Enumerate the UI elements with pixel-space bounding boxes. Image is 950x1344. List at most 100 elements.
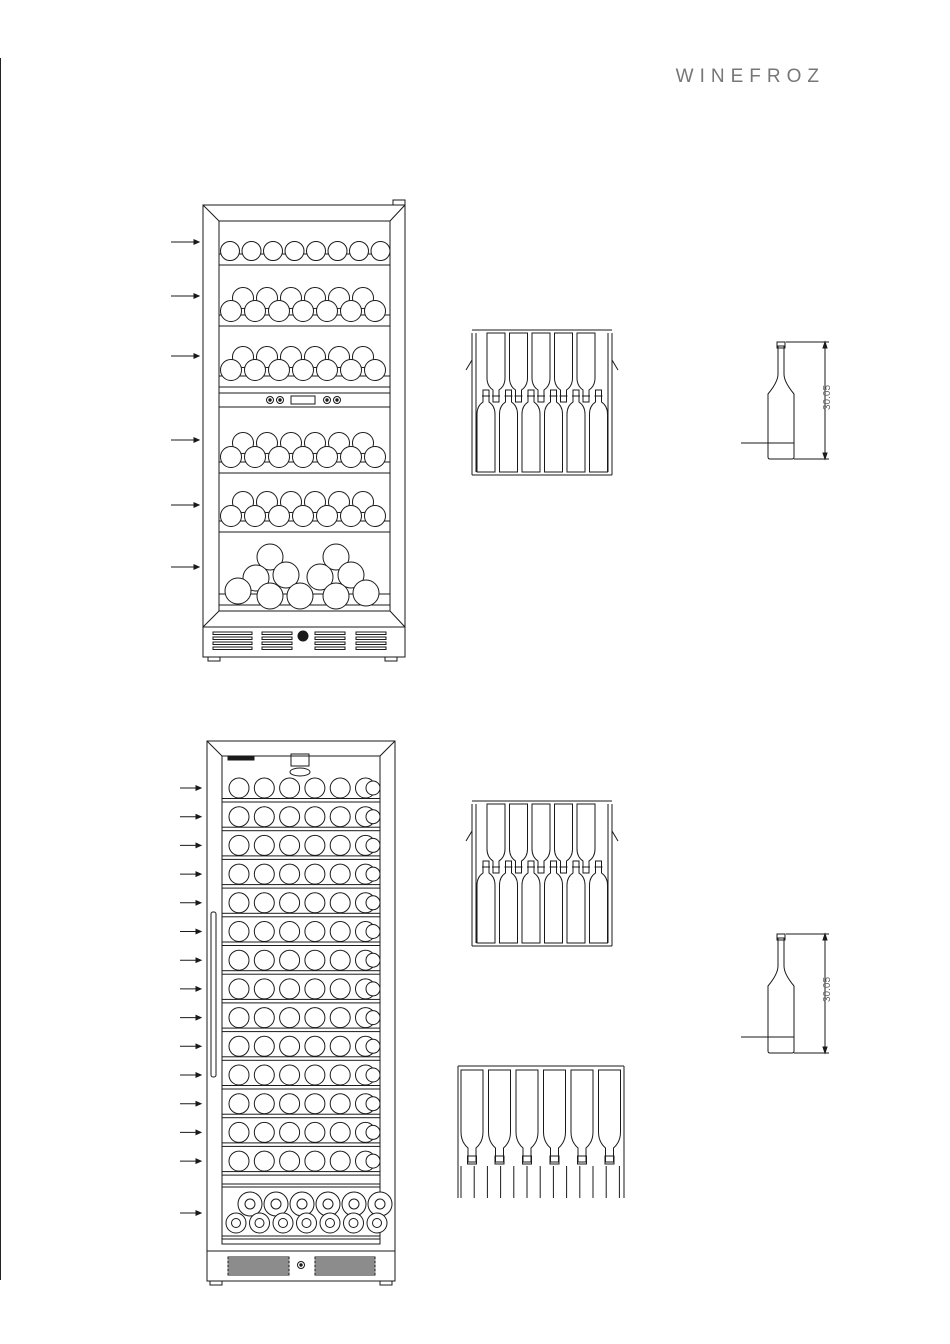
bottle-end (280, 835, 300, 855)
vent-slot (315, 632, 345, 635)
bottle-end (328, 242, 347, 261)
bottle-end (229, 893, 249, 913)
bottle-end (229, 922, 249, 942)
bottle-end (280, 922, 300, 942)
bottle-top-view (544, 1070, 566, 1162)
bottle-end (305, 1151, 325, 1171)
bottle-end (229, 1094, 249, 1114)
bottle-end (245, 360, 266, 381)
bottle-end (225, 578, 251, 604)
bottle-end (366, 953, 380, 967)
shelf-rail (222, 1172, 380, 1176)
bottle-end (254, 1151, 274, 1171)
bottle-end (254, 893, 274, 913)
bottle-end (305, 1008, 325, 1028)
dimension-arrow (823, 1047, 827, 1053)
bottle-end (305, 979, 325, 999)
bottle-end (330, 807, 350, 827)
bottle-end (305, 835, 325, 855)
dimension-arrow (823, 934, 827, 940)
shelf-rail (222, 1143, 380, 1147)
vent-slot (315, 1265, 375, 1267)
bottle-end (226, 1213, 246, 1233)
bottle-upside (577, 804, 595, 873)
vent-slot (213, 642, 252, 645)
bottle-end (365, 447, 386, 468)
bottle-end (280, 1008, 300, 1028)
bottle-end (305, 922, 325, 942)
vent-slot (356, 637, 386, 640)
shelf-rail (222, 999, 380, 1003)
bottle-end (366, 982, 380, 996)
bottle-end (366, 867, 380, 881)
bottle-end (254, 864, 274, 884)
bottle-end (305, 1065, 325, 1085)
bottle-dimension-bottom (741, 934, 829, 1053)
bottle-end (229, 1122, 249, 1142)
pointer-arrow-head (196, 1044, 201, 1048)
cooler-bottom-glass (222, 756, 380, 1244)
bottle-end (330, 1094, 350, 1114)
vent-slot (315, 1273, 375, 1275)
bottle-end (280, 778, 300, 798)
bottle-end (254, 979, 274, 999)
bottle-end (307, 242, 326, 261)
lock-icon (298, 631, 308, 641)
bottle-end (242, 242, 261, 261)
bottle-end (245, 506, 266, 527)
bottle-end (341, 360, 362, 381)
bottle-upside (532, 804, 550, 873)
bottle-end (254, 835, 274, 855)
pointer-arrow-head (194, 240, 199, 244)
cooler-top-hinge (393, 200, 405, 205)
bottle-upright (500, 390, 518, 472)
bottle-end (254, 1094, 274, 1114)
pointer-arrow-head (196, 929, 201, 933)
bottle-end (229, 979, 249, 999)
bottle-end (254, 1036, 274, 1056)
bottle-end (280, 979, 300, 999)
cooler-bottom-handle (211, 912, 216, 1077)
bottle-top-view (571, 1070, 593, 1162)
bottle-end (305, 1094, 325, 1114)
vent-slot (315, 1261, 375, 1263)
pointer-arrow-head (196, 786, 201, 790)
control-knob-dot (269, 399, 271, 401)
cooler-bottom-badge (290, 768, 310, 776)
shelf-frame-tick (466, 831, 472, 841)
pointer-arrow-head (196, 1073, 201, 1077)
vent-slot (262, 642, 292, 645)
bottle-top-view (461, 1070, 483, 1162)
bottle-end (250, 1213, 270, 1233)
bottle-end (317, 301, 338, 322)
bottle-end (305, 1036, 325, 1056)
pointer-arrow-head (194, 438, 199, 442)
bottle-end (221, 506, 242, 527)
shelf-rail (222, 971, 380, 975)
shelf-rail (222, 1236, 380, 1239)
bottle-end (317, 506, 338, 527)
vent-slot (356, 632, 386, 635)
bottle-end (305, 950, 325, 970)
pointer-arrow-head (196, 901, 201, 905)
pointer-arrow-head (196, 872, 201, 876)
bottle-end (366, 838, 380, 852)
pointer-arrow-head (196, 843, 201, 847)
bottle-end (254, 950, 274, 970)
shelf-rail (222, 827, 380, 831)
shelf-frame-tick (612, 831, 618, 841)
dimension-arrow (823, 342, 827, 348)
dimension-arrow (823, 453, 827, 459)
shelf-frame-tick (612, 360, 618, 370)
bottle-end (280, 864, 300, 884)
bottle-end (269, 506, 290, 527)
bottle-end (323, 583, 349, 609)
bottle-end (330, 778, 350, 798)
bottle-end (365, 506, 386, 527)
bottle-upside (532, 333, 550, 402)
vent-slot (315, 1257, 375, 1259)
shelf-rail (222, 913, 380, 917)
bottle-end (366, 896, 380, 910)
vent-slot (213, 647, 252, 650)
bottle-end (229, 1008, 249, 1028)
